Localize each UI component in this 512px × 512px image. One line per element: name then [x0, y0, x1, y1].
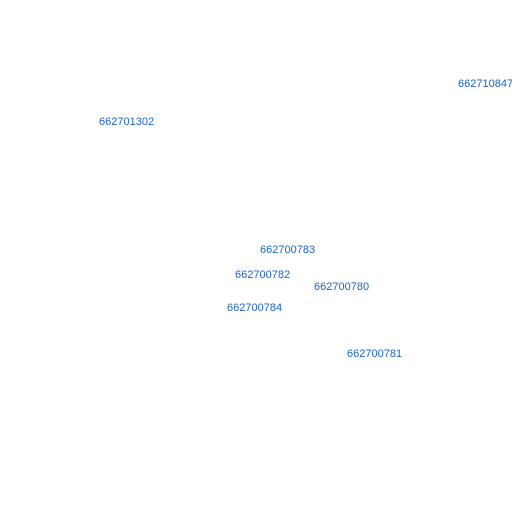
parcel-label[interactable]: 662701302	[99, 116, 155, 128]
parcel-label[interactable]: 662700780	[314, 281, 370, 293]
parcel-label[interactable]: 662700783	[260, 244, 316, 256]
parcel-label[interactable]: 662700784	[227, 302, 283, 314]
parcel-label[interactable]: 662710847	[458, 78, 512, 90]
parcel-label[interactable]: 662700781	[347, 348, 403, 360]
parcel-label[interactable]: 662700782	[235, 269, 291, 281]
